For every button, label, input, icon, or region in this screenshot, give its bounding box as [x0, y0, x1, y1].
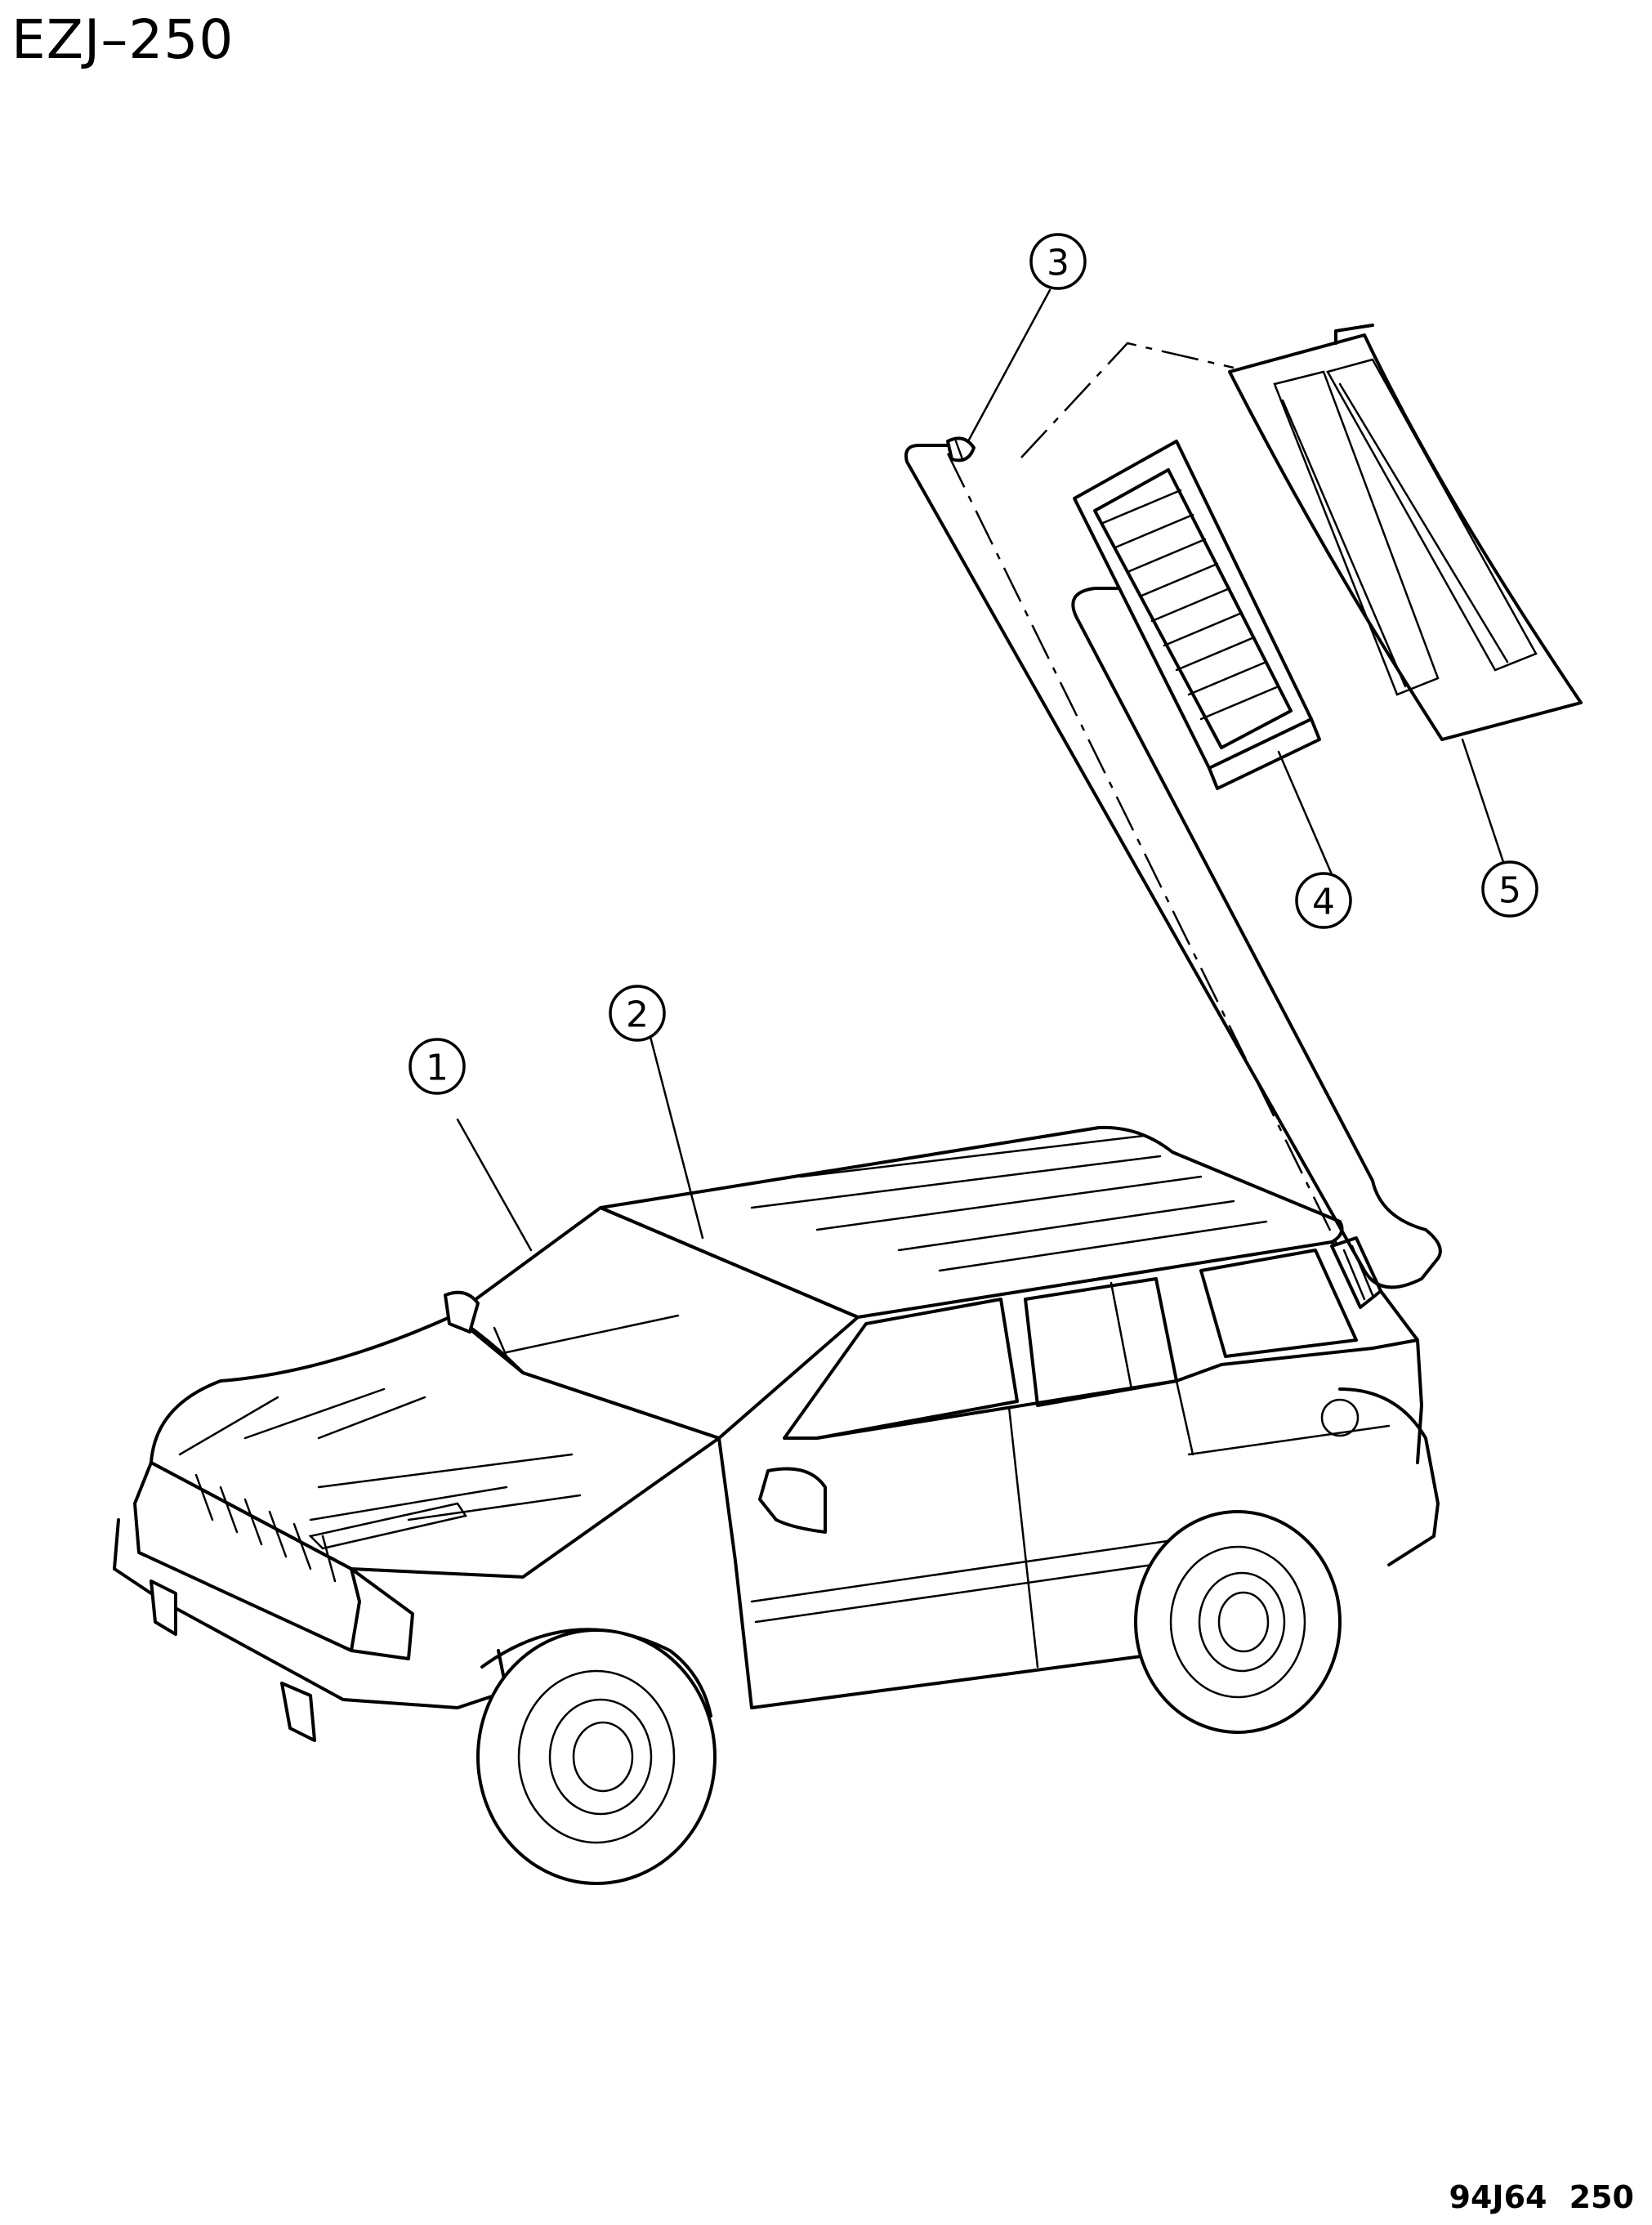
callout-1: 1	[409, 1038, 533, 1252]
svg-text:1: 1	[426, 1048, 449, 1089]
svg-text:5: 5	[1498, 870, 1521, 912]
svg-text:3: 3	[1047, 243, 1069, 284]
callout-4: 4	[1277, 750, 1352, 929]
callout-3: 3	[967, 233, 1087, 443]
exploded-detail	[904, 324, 1583, 1289]
vent-bezel	[1228, 324, 1583, 741]
svg-text:4: 4	[1312, 882, 1335, 923]
diagram-title: EZJ–250	[11, 8, 234, 71]
screw	[946, 436, 976, 462]
vent-grille	[1073, 440, 1321, 790]
figure-code: 94J64 250	[1449, 2179, 1634, 2215]
vehicle-body	[113, 1125, 1440, 1885]
callout-5: 5	[1461, 738, 1538, 918]
svg-text:2: 2	[626, 994, 649, 1036]
callout-2: 2	[609, 985, 704, 1240]
